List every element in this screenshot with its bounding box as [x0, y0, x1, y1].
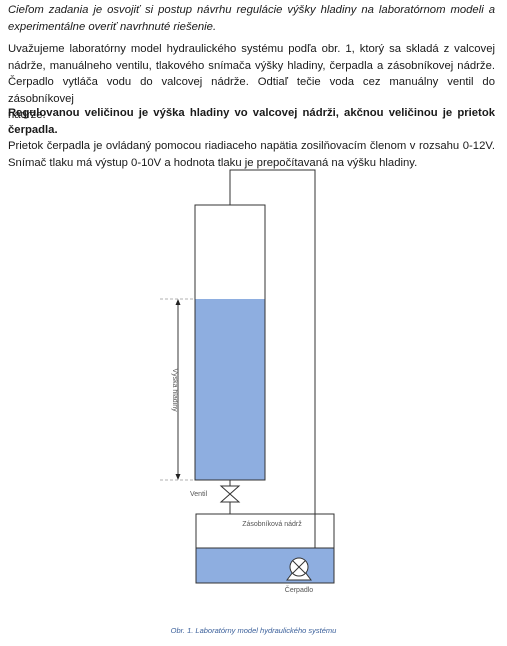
description-line-2: nádrže, manuálneho ventilu, tlakového sn…	[8, 59, 495, 72]
figure-caption: Obr. 1. Laboratórny model hydraulického …	[170, 626, 337, 635]
reservoir-label: Zásobníková nádrž	[242, 521, 302, 528]
valve-label: Ventil	[190, 491, 208, 498]
pump-icon	[286, 557, 312, 581]
description-line-3: Čerpadlo vytláča vodu do valcovej nádrže…	[8, 76, 495, 105]
intro-line-2: experimentálne overiť navrhnuté riešenie…	[8, 20, 217, 33]
level-arrow-head-top	[175, 299, 181, 305]
reservoir-tank	[195, 513, 335, 584]
description-paragraph: Uvažujeme laboratórny model hydraulickéh…	[8, 41, 495, 124]
description-line-1: Uvažujeme laboratórny model hydraulickéh…	[8, 43, 495, 55]
level-label: Výška hladiny	[171, 368, 178, 412]
intro-paragraph: Cieľom zadania je osvojiť si postup návr…	[8, 2, 495, 35]
tank-water	[195, 299, 265, 480]
reservoir-water	[196, 548, 334, 583]
control-line-3: Snímač tlaku má výstup 0-10V a hodnota t…	[8, 156, 418, 169]
description-line-4: nádrže.	[8, 109, 46, 122]
level-arrow-head-bottom	[175, 474, 181, 480]
control-paragraph: Regulovanou veličinou je výška hladiny v…	[8, 105, 495, 171]
control-line-2: Prietok čerpadla je ovládaný pomocou ria…	[8, 140, 495, 153]
intro-line-1: Cieľom zadania je osvojiť si postup návr…	[8, 4, 495, 16]
pump-label: Čerpadlo	[285, 585, 314, 594]
valve-icon	[219, 485, 241, 503]
control-bold-line: Regulovanou veličinou je výška hladiny v…	[8, 107, 495, 136]
